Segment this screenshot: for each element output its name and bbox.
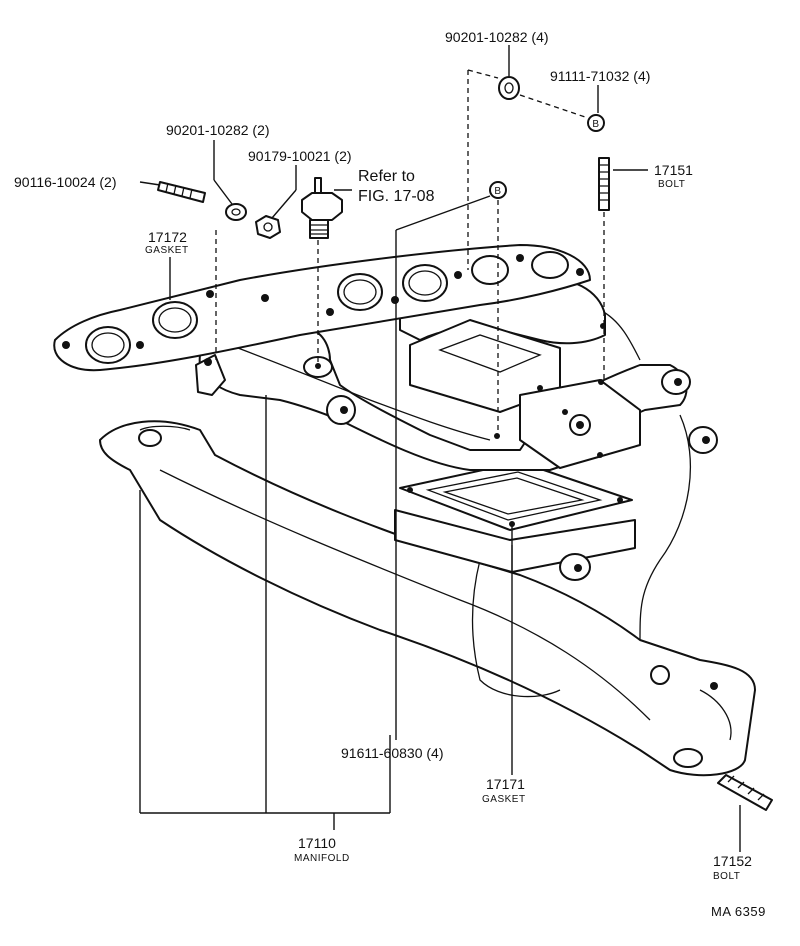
gasket-left-part-name: GASKET xyxy=(145,245,189,256)
labels: 90201-10282 (4) 91111-71032 (4) 90201-10… xyxy=(14,29,766,919)
stud-left xyxy=(157,181,206,203)
bolt-bottom-part-number: 17152 xyxy=(713,853,752,869)
nut-b-top: B xyxy=(587,114,605,132)
bolt-top-part-number: 17151 xyxy=(654,162,693,178)
port-gasket xyxy=(53,244,591,372)
plug-screws-part-number: 91611-60830 (4) xyxy=(341,745,443,761)
bolt-top-part-name: BOLT xyxy=(658,179,685,190)
bolt-bottom-part-name: BOLT xyxy=(713,871,740,882)
exhaust-manifold xyxy=(99,420,756,777)
washer-left xyxy=(225,203,247,221)
assembly-lines xyxy=(215,69,605,436)
gasket-center-part-name: GASKET xyxy=(482,794,526,805)
nut-b-mid: B xyxy=(489,181,507,199)
sensor-switch xyxy=(301,177,343,239)
washer-left-part-number: 90201-10282 (2) xyxy=(166,122,270,138)
washer-top-part-number: 90201-10282 (4) xyxy=(445,29,549,45)
b-marker-label: B xyxy=(592,119,599,130)
nut-top-part-number: 91111-71032 (4) xyxy=(550,68,650,84)
figure-code: MA 6359 xyxy=(711,904,766,919)
refer-to-text: Refer to xyxy=(358,168,415,185)
stud-left-part-number: 90116-10024 (2) xyxy=(14,174,116,190)
manifold-part-name: MANIFOLD xyxy=(294,853,350,864)
nut-left-part-number: 90179-10021 (2) xyxy=(248,148,352,164)
manifold-part-number: 17110 xyxy=(298,835,336,851)
nut-left xyxy=(255,215,281,239)
washer-top xyxy=(498,76,520,100)
stud-bolt-top xyxy=(598,157,610,211)
gasket-left-part-number: 17172 xyxy=(148,229,187,245)
stud-bolt-bottom xyxy=(717,774,773,811)
intake-manifold xyxy=(195,278,718,641)
leader-lines xyxy=(139,45,741,852)
b-marker-label: B xyxy=(494,186,501,197)
refer-fig-text: FIG. 17-08 xyxy=(358,188,435,205)
gasket-center-part-number: 17171 xyxy=(486,776,525,792)
